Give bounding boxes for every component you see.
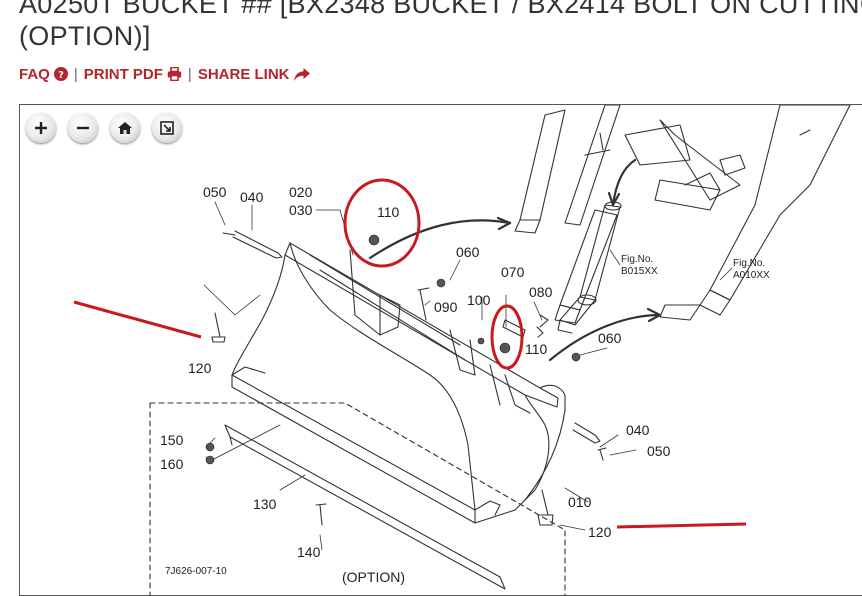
share-link-label: SHARE LINK: [197, 66, 290, 83]
part-label-030: 030: [289, 202, 313, 218]
zoom-out-button[interactable]: [68, 113, 98, 143]
zoom-in-icon: [35, 122, 47, 134]
marker-line-right: [616, 522, 747, 529]
cylinder-drawing: [539, 201, 622, 334]
part-label-120-b: 120: [588, 524, 612, 540]
part-label-040-b: 040: [626, 422, 650, 438]
fullscreen-icon: [160, 121, 174, 135]
loader-arm-drawing: [514, 105, 851, 324]
print-pdf-link-label: PRINT PDF: [83, 66, 163, 83]
zoom-out-icon: [77, 126, 89, 130]
highlight-circle-110-b: [490, 304, 524, 370]
link-separator: |: [73, 66, 78, 83]
part-label-130: 130: [253, 496, 277, 512]
share-link[interactable]: SHARE LINK: [198, 66, 310, 83]
action-links: FAQ? | PRINT PDF | SHARE LINK: [19, 66, 310, 83]
bucket-parts-diagram: 050 040 020 030 110 060 070 080 090 100 …: [73, 105, 851, 595]
option-label: (OPTION): [342, 569, 405, 585]
part-label-110-b: 110: [525, 341, 548, 357]
print-icon: [167, 66, 182, 82]
parts-diagram-viewer[interactable]: 050 040 020 030 110 060 070 080 090 100 …: [19, 104, 862, 596]
part-label-020: 020: [289, 184, 313, 200]
part-label-110: 110: [377, 204, 400, 220]
part-label-100: 100: [467, 292, 491, 308]
page-title-line-1: A0250T BUCKET ## [BX2348 BUCKET / BX2414…: [19, 0, 862, 19]
faq-link[interactable]: FAQ?: [19, 66, 68, 83]
bucket-drawing: [231, 242, 566, 524]
fig-ref-b015-line1: Fig.No.: [621, 254, 653, 265]
fullscreen-button[interactable]: [152, 113, 182, 143]
part-label-090: 090: [434, 299, 458, 315]
page-title: A0250T BUCKET ## [BX2348 BUCKET / BX2414…: [19, 0, 862, 52]
attach-arrow-right: [548, 313, 662, 362]
zoom-in-button[interactable]: [26, 113, 56, 143]
part-label-150: 150: [160, 432, 184, 448]
fig-ref-b015-line2: B015XX: [621, 266, 658, 277]
question-circle-icon: ?: [53, 67, 68, 81]
part-label-050: 050: [203, 184, 227, 200]
part-label-010: 010: [568, 494, 592, 510]
drawing-code: 7J626-007-10: [165, 566, 227, 577]
fig-ref-a010-line2: A010XX: [733, 270, 770, 281]
part-label-050-b: 050: [647, 443, 671, 459]
attach-arrow-left: [368, 219, 512, 260]
page-title-line-2: (OPTION)]: [19, 21, 151, 51]
highlight-circle-110: [343, 178, 421, 268]
link-separator: |: [187, 66, 192, 83]
part-label-080: 080: [529, 284, 553, 300]
home-button[interactable]: [110, 113, 140, 143]
home-icon: [118, 122, 132, 134]
red-annotations: [73, 178, 747, 529]
marker-line-left: [73, 300, 202, 339]
part-label-040: 040: [240, 189, 264, 205]
share-arrow-icon: [293, 68, 310, 81]
part-label-060-b: 060: [598, 330, 622, 346]
part-label-060: 060: [456, 244, 480, 260]
part-label-070: 070: [501, 264, 525, 280]
part-label-160: 160: [160, 456, 184, 472]
fig-ref-a010-line1: Fig.No.: [733, 258, 765, 269]
hardware-drawing: [211, 230, 607, 526]
part-label-120: 120: [188, 360, 212, 376]
svg-text:?: ?: [58, 70, 64, 81]
part-label-140: 140: [297, 544, 321, 560]
faq-link-label: FAQ: [19, 66, 50, 83]
print-pdf-link[interactable]: PRINT PDF: [84, 66, 182, 83]
